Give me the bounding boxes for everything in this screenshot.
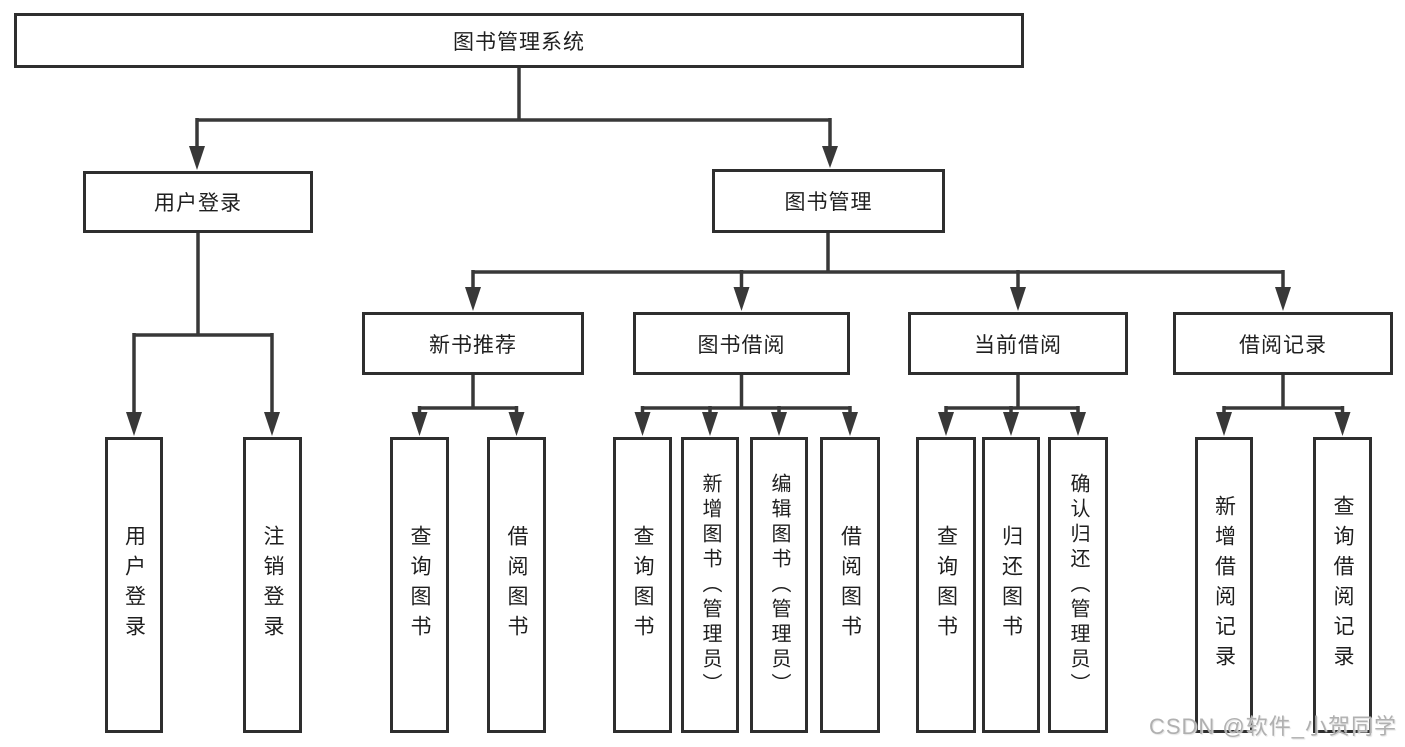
node-label: 当前借阅 bbox=[974, 333, 1062, 357]
leaf-borrow-book-1: 借阅图书 bbox=[487, 437, 546, 733]
node-label: 新书推荐 bbox=[429, 333, 517, 357]
leaf-label: 新增借阅记录 bbox=[1212, 495, 1236, 675]
node-label: 图书管理系统 bbox=[453, 30, 585, 54]
leaf-label: 注销登录 bbox=[261, 525, 284, 645]
leaf-query-book-1: 查询图书 bbox=[390, 437, 449, 733]
leaf-edit-book-admin: 编辑图书（管理员） bbox=[750, 437, 808, 733]
leaf-label: 归还图书 bbox=[999, 525, 1023, 645]
leaf-label: 查询图书 bbox=[631, 525, 654, 645]
node-label: 图书管理 bbox=[784, 191, 873, 214]
leaf-query-book-2: 查询图书 bbox=[613, 437, 672, 733]
leaf-label: 查询借阅记录 bbox=[1331, 495, 1354, 675]
node-current-borrow: 当前借阅 bbox=[908, 312, 1128, 375]
leaf-label: 编辑图书（管理员） bbox=[768, 472, 790, 698]
leaf-label: 借阅图书 bbox=[505, 525, 528, 645]
leaf-confirm-return-admin: 确认归还（管理员） bbox=[1048, 437, 1108, 733]
node-label: 图书借阅 bbox=[697, 333, 786, 357]
leaf-label: 新增图书（管理员） bbox=[699, 472, 721, 698]
node-user-login: 用户登录 bbox=[83, 171, 313, 233]
leaf-add-borrow-record: 新增借阅记录 bbox=[1195, 437, 1253, 733]
leaf-query-borrow-record: 查询借阅记录 bbox=[1313, 437, 1372, 733]
node-book-borrow: 图书借阅 bbox=[633, 312, 850, 375]
leaf-add-book-admin: 新增图书（管理员） bbox=[681, 437, 739, 733]
node-library-management-system: 图书管理系统 bbox=[14, 13, 1024, 68]
node-borrow-records: 借阅记录 bbox=[1173, 312, 1393, 375]
leaf-user-login: 用户登录 bbox=[105, 437, 163, 733]
csdn-watermark: CSDN @软件_小贺同学 bbox=[1148, 714, 1397, 739]
leaf-label: 确认归还（管理员） bbox=[1067, 472, 1089, 698]
leaf-logout: 注销登录 bbox=[243, 437, 302, 733]
leaf-borrow-book-2: 借阅图书 bbox=[820, 437, 880, 733]
leaf-label: 用户登录 bbox=[122, 525, 146, 645]
leaf-label: 借阅图书 bbox=[838, 525, 862, 645]
leaf-query-book-3: 查询图书 bbox=[916, 437, 976, 733]
leaf-label: 查询图书 bbox=[408, 525, 431, 645]
leaf-return-book: 归还图书 bbox=[982, 437, 1040, 733]
node-label: 用户登录 bbox=[154, 192, 242, 215]
node-new-book-recommend: 新书推荐 bbox=[362, 312, 584, 375]
node-book-management: 图书管理 bbox=[712, 169, 945, 233]
node-label: 借阅记录 bbox=[1239, 333, 1327, 357]
leaf-label: 查询图书 bbox=[934, 525, 958, 645]
